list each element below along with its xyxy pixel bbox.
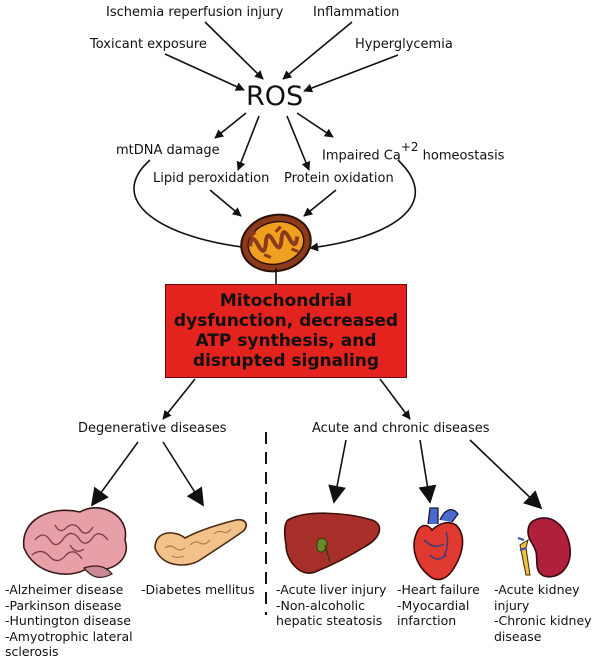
mitochondrion-icon (240, 213, 312, 273)
pancreas-disease-list: -Diabetes mellitus (141, 582, 255, 598)
effect-calcium: Impaired Ca+2 homeostasis (322, 140, 505, 164)
list-item: -Diabetes mellitus (141, 582, 255, 597)
liver-icon (283, 512, 381, 574)
list-item: -Non-alcoholic (276, 597, 365, 613)
heart-icon (413, 507, 464, 581)
list-item: hepatic steatosis (276, 613, 383, 628)
effect-mtdna: mtDNA damage (116, 143, 220, 158)
trigger-hyperglycemia: Hyperglycemia (355, 37, 453, 52)
arrow-to-kidney (469, 439, 543, 510)
list-item: injury (494, 597, 530, 613)
list-item: -Acute kidney (494, 582, 580, 597)
kidney-icon (517, 517, 571, 578)
brain-disease-list: -Alzheimer disease -Parkinson disease -H… (5, 582, 133, 660)
arrow-to-liver (328, 439, 347, 504)
calcium-suffix: homeostasis (418, 148, 505, 164)
liver-disease-list: -Acute liver injury -Non-alcoholic hepat… (276, 582, 386, 629)
branch-arrows (162, 378, 411, 420)
mitochondrial-dysfunction-box: Mitochondrial dysfunction, decreased ATP… (165, 284, 407, 378)
trigger-toxicant: Toxicant exposure (90, 37, 207, 52)
arrow-toxicant-to-ros (164, 53, 245, 91)
effect-lipid: Lipid peroxidation (153, 171, 270, 186)
kidney-disease-list: -Acute kidney injury -Chronic kidney dis… (494, 582, 592, 644)
list-item: infarction (397, 613, 457, 628)
list-item: -Amyotrophic lateral (5, 628, 133, 644)
arrow-ros-to-calcium (296, 112, 334, 138)
trigger-ischemia: Ischemia reperfusion injury (106, 5, 284, 20)
trigger-arrows (164, 21, 399, 93)
list-item: -Acute liver injury (276, 582, 387, 597)
list-item: -Huntington disease (5, 613, 131, 628)
arrow-ros-to-lipid (236, 115, 260, 171)
arrow-box-to-degenerative (162, 378, 196, 420)
arrow-ros-to-protein (286, 115, 311, 171)
trigger-inflammation: Inflammation (313, 5, 400, 20)
arrow-mtdna-to-mito (133, 159, 251, 252)
list-item: -Alzheimer disease (5, 582, 124, 597)
effect-arrows (133, 159, 417, 252)
arrow-to-brain (90, 441, 139, 507)
heart-disease-list: -Heart failure -Myocardial infarction (397, 582, 480, 629)
calcium-prefix: Impaired Ca (322, 148, 401, 164)
effect-protein: Protein oxidation (284, 171, 394, 186)
arrow-to-pancreas (162, 441, 204, 507)
brain-icon (22, 507, 128, 578)
list-item: -Parkinson disease (5, 597, 122, 613)
arrow-calcium-to-mito (309, 159, 417, 252)
list-item: -Myocardial (397, 597, 470, 613)
arrow-to-heart (418, 439, 437, 504)
arrow-protein-to-mito (303, 189, 337, 217)
ros-arrows (214, 112, 334, 171)
arrow-inflammation-to-ros (282, 21, 353, 80)
central-box-text: Mitochondrial dysfunction, decreased ATP… (173, 291, 399, 371)
ros-label: ROS (246, 81, 304, 112)
list-item: -Heart failure (397, 582, 480, 597)
branch-degenerative: Degenerative diseases (78, 421, 227, 436)
arrow-ischemia-to-ros (204, 21, 264, 80)
list-item: sclerosis (5, 644, 59, 659)
arrow-ros-to-mtdna (214, 112, 247, 139)
arrow-lipid-to-mito (209, 189, 242, 217)
list-item: -Chronic kidney (494, 613, 592, 628)
branch-acute: Acute and chronic diseases (312, 421, 490, 436)
list-item: disease (494, 628, 542, 644)
organ-arrows (90, 439, 543, 510)
calcium-superscript: +2 (400, 140, 419, 154)
arrow-hyperglycemia-to-ros (303, 54, 399, 93)
arrow-box-to-acute (379, 378, 411, 420)
pancreas-icon (154, 518, 248, 566)
